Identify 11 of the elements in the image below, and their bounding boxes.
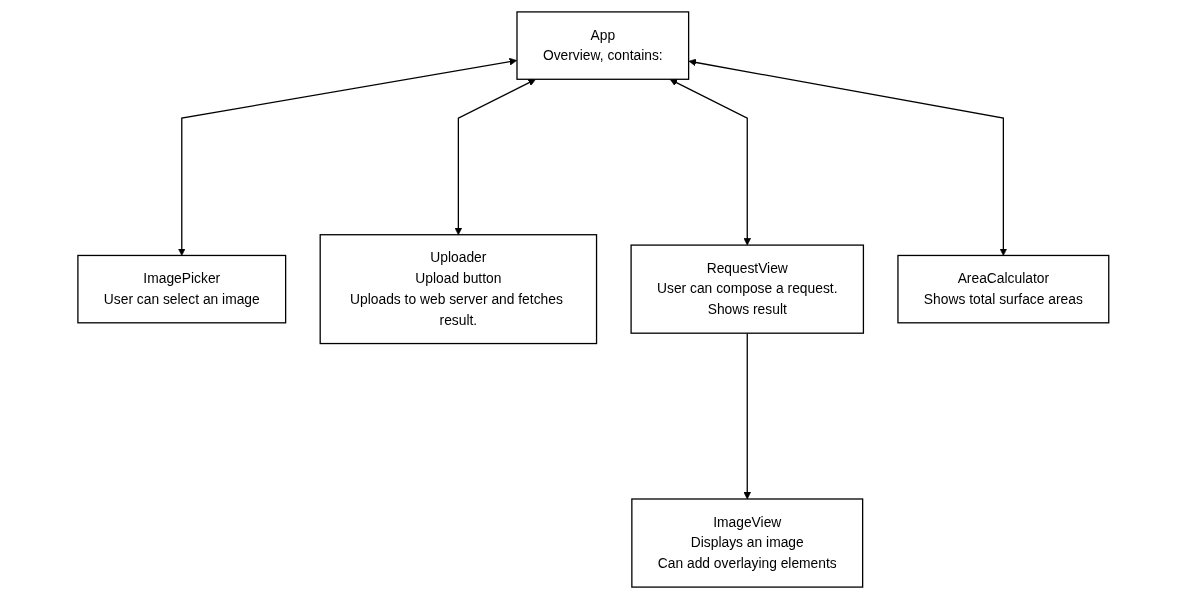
node-box: App Overview, contains:	[516, 11, 689, 80]
node-box: AreaCalculator Shows total surface areas	[896, 254, 1110, 324]
arrow	[743, 332, 751, 500]
arrow	[177, 57, 517, 256]
node-box: ImageView Displays an image Can add overlaying elements	[630, 498, 863, 588]
node-box: ImagePicker User can select an image	[76, 254, 286, 324]
arrow	[669, 79, 751, 246]
node-box: RequestView User can compose a request. Shows result	[630, 244, 864, 334]
node-box: Uploader Upload button Uploads to web server and fetches result.	[319, 234, 597, 345]
arrow	[688, 58, 1007, 256]
arrow	[454, 79, 536, 236]
